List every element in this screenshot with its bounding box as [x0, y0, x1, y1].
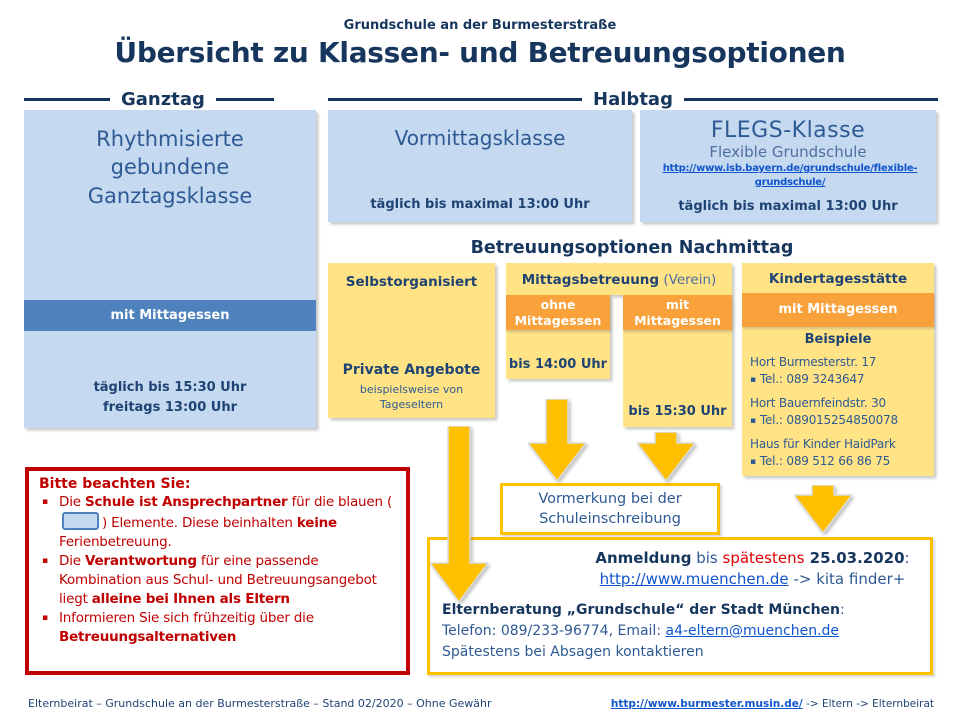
selbstorganisiert-note: beispielsweise von Tageseltern: [359, 383, 464, 411]
notice-bullet-2: ▪ Die Verantwortung für eine passende Ko…: [39, 552, 398, 609]
ohne-mittagessen-time: bis 14:00 Uhr: [508, 357, 608, 372]
anmeldung-line-1: Anmeldung bis spätestens 25.03.2020:: [595, 549, 910, 567]
square-bullet-icon: ▪: [750, 415, 756, 426]
vormerkung-line: Vormerkung bei der: [538, 490, 682, 507]
section-label-ganztag: Ganztag: [121, 88, 205, 110]
section-header-ganztag: Ganztag: [24, 88, 316, 110]
time-line: täglich bis 15:30 Uhr: [93, 379, 247, 395]
flow-arrow-kita: [794, 485, 852, 533]
section-label-halbtag: Halbtag: [593, 88, 673, 110]
anmeldung-line-2: http://www.muenchen.de -> kita finder+: [599, 570, 906, 588]
mit-mittagessen-header: mit Mittagessen: [623, 295, 732, 330]
notice-bullet-1-text: Die Schule ist Ansprechpartner für die b…: [59, 494, 393, 550]
footer-link-line: http://www.burmester.musin.de/ -> Eltern…: [611, 698, 934, 710]
notice-title: Bitte beachten Sie:: [39, 476, 191, 492]
email-link[interactable]: a4-eltern@muenchen.de: [665, 623, 840, 639]
flegs-title: FLEGS-Klasse: [710, 118, 866, 143]
square-bullet-icon: ▪: [750, 456, 756, 467]
vormerkung-line: Schuleinschreibung: [539, 511, 681, 527]
vormittagsklasse-time: täglich bis maximal 13:00 Uhr: [370, 197, 590, 212]
kita-entry-tel-text: Tel.: 089 512 66 86 75: [759, 453, 891, 468]
ohne-mittagessen-header: ohne Mittagessen: [506, 295, 610, 330]
time-line: freitags 13:00 Uhr: [102, 399, 238, 415]
square-bullet-icon: ▪: [42, 497, 48, 507]
notice-bullet-3: ▪ Informieren Sie sich frühzeitig über d…: [39, 609, 398, 647]
kita-entry-tel: ▪Tel.: 089 3243647: [750, 371, 930, 389]
kita-title: Kindertagesstätte: [768, 271, 908, 287]
section-header-halbtag: Halbtag: [328, 88, 938, 110]
kita-entry-tel: ▪Tel.: 089 512 66 86 75: [750, 453, 930, 471]
kita-entry: Hort Burmesterstr. 17 ▪Tel.: 089 3243647: [750, 354, 930, 388]
ganztagsklasse-box: Rhythmisierte gebundene Ganztagsklasse m…: [24, 110, 316, 428]
anmeldung-top: Anmeldung bis spätestens 25.03.2020: htt…: [587, 548, 918, 590]
mittagsbetreuung-title-suffix: (Verein): [659, 272, 717, 288]
selbstorganisiert-title: Selbstorganisiert: [345, 274, 478, 290]
selbstorganisiert-box: Selbstorganisiert Private Angebote beisp…: [328, 263, 495, 418]
mittagsbetreuung-header: Mittagsbetreuung (Verein): [506, 263, 732, 295]
mittagsbetreuung-ohne-box: ohne Mittagessen bis 14:00 Uhr: [506, 295, 610, 379]
square-bullet-icon: ▪: [42, 556, 48, 566]
kita-lunch-band: mit Mittagessen: [742, 293, 934, 327]
divider: [683, 97, 938, 101]
nachmittag-heading: Betreuungsoptionen Nachmittag: [470, 238, 794, 258]
school-name: Grundschule an der Burmesterstraße: [343, 18, 617, 33]
kita-entry-tel-text: Tel.: 089015254850078: [759, 412, 898, 427]
elternberatung-block: Elternberatung „Grundschule“ der Stadt M…: [442, 600, 918, 663]
vormerkung-box: Vormerkung bei der Schuleinschreibung: [500, 483, 720, 535]
elternberatung-contact-line: Telefon: 089/233-96774, Email: a4-eltern…: [442, 623, 840, 639]
kindertagesstaette-box: Kindertagesstätte mit Mittagessen Beispi…: [742, 263, 934, 476]
kita-entry-name: Hort Burmesterstr. 17: [750, 355, 877, 369]
flegs-box: FLEGS-Klasse Flexible Grundschule http:/…: [640, 110, 936, 222]
ganztagsklasse-lunch-band: mit Mittagessen: [24, 300, 316, 331]
footer-credit: Elternbeirat – Grundschule an der Burmes…: [28, 697, 492, 710]
elternberatung-note-line: Spätestens bei Absagen kontaktieren: [442, 644, 704, 660]
kita-entries: Hort Burmesterstr. 17 ▪Tel.: 089 3243647…: [750, 354, 930, 477]
vormittagsklasse-box: Vormittagsklasse täglich bis maximal 13:…: [328, 110, 632, 222]
notice-bullet-1: ▪ Die Schule ist Ansprechpartner für die…: [39, 493, 398, 552]
square-bullet-icon: ▪: [750, 374, 756, 385]
vormittagsklasse-title: Vormittagsklasse: [394, 126, 566, 150]
kita-entry-name: Hort Bauernfeindstr. 30: [750, 396, 886, 410]
elternberatung-title-line: Elternberatung „Grundschule“ der Stadt M…: [442, 602, 845, 618]
flow-arrow-mit-mittagessen: [637, 432, 695, 481]
blue-element-swatch: [62, 512, 99, 530]
kita-entry-tel-text: Tel.: 089 3243647: [759, 371, 865, 386]
flow-arrow-selbstorganisiert: [430, 426, 488, 602]
mittagsbetreuung-mit-box: mit Mittagessen bis 15:30 Uhr: [623, 295, 732, 427]
kita-examples-label: Beispiele: [804, 332, 872, 347]
notice-box: Bitte beachten Sie: ▪ Die Schule ist Ans…: [25, 467, 410, 675]
divider: [328, 97, 583, 101]
flow-arrow-ohne-mittagessen: [528, 399, 586, 481]
flegs-link[interactable]: http://www.isb.bayern.de/grundschule/fle…: [662, 163, 918, 188]
divider: [24, 97, 110, 101]
notice-bullet-3-text: Informieren Sie sich frühzeitig über die…: [59, 610, 314, 645]
mittagsbetreuung-title: Mittagsbetreuung: [521, 272, 660, 288]
kita-entry: Haus für Kinder HaidPark ▪Tel.: 089 512 …: [750, 436, 930, 470]
divider: [215, 97, 274, 101]
kita-entry-tel: ▪Tel.: 089015254850078: [750, 412, 930, 430]
page-title: Übersicht zu Klassen- und Betreuungsopti…: [114, 36, 846, 69]
muenchen-link[interactable]: http://www.muenchen.de: [599, 570, 789, 588]
kita-entry-name: Haus für Kinder HaidPark: [750, 437, 896, 451]
flegs-subtitle: Flexible Grundschule: [709, 143, 867, 161]
notice-bullet-2-text: Die Verantwortung für eine passende Komb…: [59, 553, 377, 607]
mit-mittagessen-time: bis 15:30 Uhr: [628, 404, 727, 419]
private-angebote-label: Private Angebote: [342, 362, 481, 378]
footer-link-suffix: -> Eltern -> Elternbeirat: [802, 698, 934, 710]
burmester-link[interactable]: http://www.burmester.musin.de/: [610, 698, 803, 710]
ganztagsklasse-times: täglich bis 15:30 Uhr freitags 13:00 Uhr: [24, 378, 316, 418]
kita-entry: Hort Bauernfeindstr. 30 ▪Tel.: 089015254…: [750, 395, 930, 429]
flegs-time: täglich bis maximal 13:00 Uhr: [678, 199, 898, 214]
anmeldung-box: Anmeldung bis spätestens 25.03.2020: htt…: [427, 537, 933, 675]
ganztagsklasse-title: Rhythmisierte gebundene Ganztagsklasse: [87, 127, 253, 208]
square-bullet-icon: ▪: [42, 613, 48, 623]
